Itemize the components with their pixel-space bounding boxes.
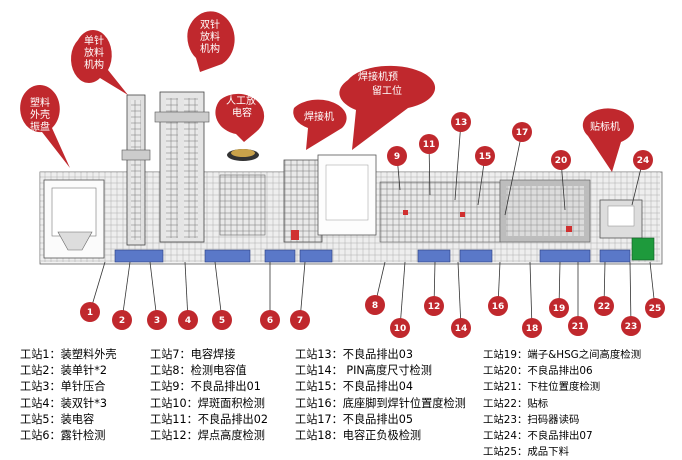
station-number-6: 6: [267, 316, 273, 326]
legend-item: 工站20：不良品排出06: [483, 365, 593, 378]
station-marker-5: [212, 310, 232, 330]
station-marker-11: [419, 134, 439, 154]
legend-item: 工站1：装塑料外壳: [20, 348, 117, 361]
station-number-4: 4: [185, 316, 191, 326]
station-number-9: 9: [394, 152, 400, 162]
station-leader-line: [399, 261, 406, 329]
legend-item: 工站5：装电容: [20, 412, 95, 426]
station-number-15: 15: [479, 152, 492, 162]
station-number-3: 3: [154, 316, 160, 326]
station-marker-24: [633, 150, 653, 170]
station-number-22: 22: [598, 302, 611, 312]
station-number-12: 12: [428, 302, 441, 312]
station-number-13: 13: [455, 118, 468, 128]
station-marker-19: [549, 298, 569, 318]
legend-item: 工站17：不良品排出05: [295, 412, 413, 426]
callout-labeler: 贴标机: [590, 120, 620, 133]
legend-item: 工站9：不良品排出01: [150, 380, 261, 394]
legend-item: 工站8：检测电容值: [150, 364, 247, 378]
station-number-16: 16: [492, 302, 505, 312]
station-number-10: 10: [394, 324, 407, 334]
legend-item: 工站22：贴标: [483, 397, 549, 410]
station-number-2: 2: [119, 316, 125, 326]
legend-item: 工站11：不良品排出02: [150, 412, 268, 426]
station-marker-15: [475, 146, 495, 166]
station-marker-2: [112, 310, 132, 330]
station-number-14: 14: [455, 324, 468, 334]
legend-item: 工站15：不良品排出04: [295, 380, 413, 394]
legend-item: 工站10：焊斑面积检测: [150, 396, 265, 410]
station-number-20: 20: [555, 156, 568, 166]
legend-item: 工站23：扫码器读码: [483, 413, 580, 426]
legend-item: 工站4：装双针*3: [20, 396, 107, 410]
station-marker-21: [568, 316, 588, 336]
station-number-24: 24: [637, 156, 650, 166]
station-number-1: 1: [87, 308, 93, 318]
station-marker-10: [390, 318, 410, 338]
station-number-11: 11: [423, 140, 436, 150]
callout-welder-reserve: 焊接机预留工位: [358, 70, 402, 97]
station-number-21: 21: [572, 322, 585, 332]
legend-item: 工站14： PIN高度尺寸检测: [295, 364, 432, 378]
legend-item: 工站7：电容焊接: [150, 348, 236, 361]
station-leader-line: [457, 261, 462, 329]
callout-manual-capacitor: 人工放电容: [226, 94, 256, 119]
callout-plastic-shell: 塑料外壳振盘: [30, 96, 50, 133]
station-marker-6: [260, 310, 280, 330]
station-marker-18: [522, 318, 542, 338]
station-marker-1: [80, 302, 100, 322]
legend-item: 工站24：不良品排出07: [483, 429, 593, 442]
station-number-5: 5: [219, 316, 225, 326]
station-number-23: 23: [625, 322, 638, 332]
callout-welder: 焊接机: [304, 110, 334, 123]
station-number-19: 19: [553, 304, 566, 314]
callout-double-needle: 双针放料机构: [200, 18, 220, 55]
legend-column-2: 工站7：电容焊接 工站8：检测电容值 工站9：不良品排出01 工站10：焊斑面积…: [150, 347, 268, 444]
station-marker-4: [178, 310, 198, 330]
station-number-7: 7: [297, 316, 303, 326]
station-marker-3: [147, 310, 167, 330]
station-marker-13: [451, 112, 471, 132]
station-leader-line: [504, 131, 523, 216]
legend-item: 工站19：端子&HSG之间高度检测: [483, 349, 642, 361]
legend-item: 工站16：底座脚到焊针位置度检测: [295, 396, 466, 410]
legend-item: 工站3：单针压合: [20, 380, 106, 394]
callouts: [20, 11, 634, 172]
legend-column-1: 工站1：装塑料外壳 工站2：装单针*2 工站3：单针压合 工站4：装双针*3 工…: [20, 347, 117, 444]
legend-item: 工站21：下柱位置度检测: [483, 381, 601, 394]
station-marker-17: [512, 122, 532, 142]
station-number-18: 18: [526, 324, 539, 334]
station-marker-7: [290, 310, 310, 330]
station-marker-22: [594, 296, 614, 316]
station-leader-line: [529, 261, 533, 329]
legend-item: 工站6：露针检测: [20, 428, 106, 442]
station-number-17: 17: [516, 128, 529, 138]
station-marker-20: [551, 150, 571, 170]
legend-item: 工站2：装单针*2: [20, 364, 107, 378]
legend-item: 工站18：电容正负极检测: [295, 428, 422, 442]
station-marker-16: [488, 296, 508, 316]
callout-single-needle: 单针放料机构: [84, 34, 104, 71]
callout-labels: 塑料外壳振盘 单针放料机构 双针放料机构 人工放电容 焊接机 焊接机预留工位 贴…: [30, 18, 620, 133]
legend-column-4: 工站19：端子&HSG之间高度检测 工站20：不良品排出06 工站21：下柱位置…: [483, 347, 641, 460]
station-marker-25: [645, 298, 665, 318]
legend-item: 工站12：焊点高度检测: [150, 428, 265, 442]
station-number-8: 8: [372, 301, 378, 311]
legend-column-3: 工站13：不良品排出03 工站14： PIN高度尺寸检测 工站15：不良品排出0…: [295, 347, 466, 444]
legend-item: 工站13：不良品排出03: [295, 348, 413, 361]
legend-item: 工站25：成品下料: [483, 446, 569, 459]
station-leader-line: [454, 121, 462, 201]
station-marker-12: [424, 296, 444, 316]
station-marker-8: [365, 295, 385, 315]
station-leader-line: [629, 261, 632, 327]
station-marker-23: [621, 316, 641, 336]
station-marker-14: [451, 318, 471, 338]
station-marker-9: [387, 146, 407, 166]
machine-base: [39, 91, 663, 265]
station-number-25: 25: [649, 304, 662, 314]
